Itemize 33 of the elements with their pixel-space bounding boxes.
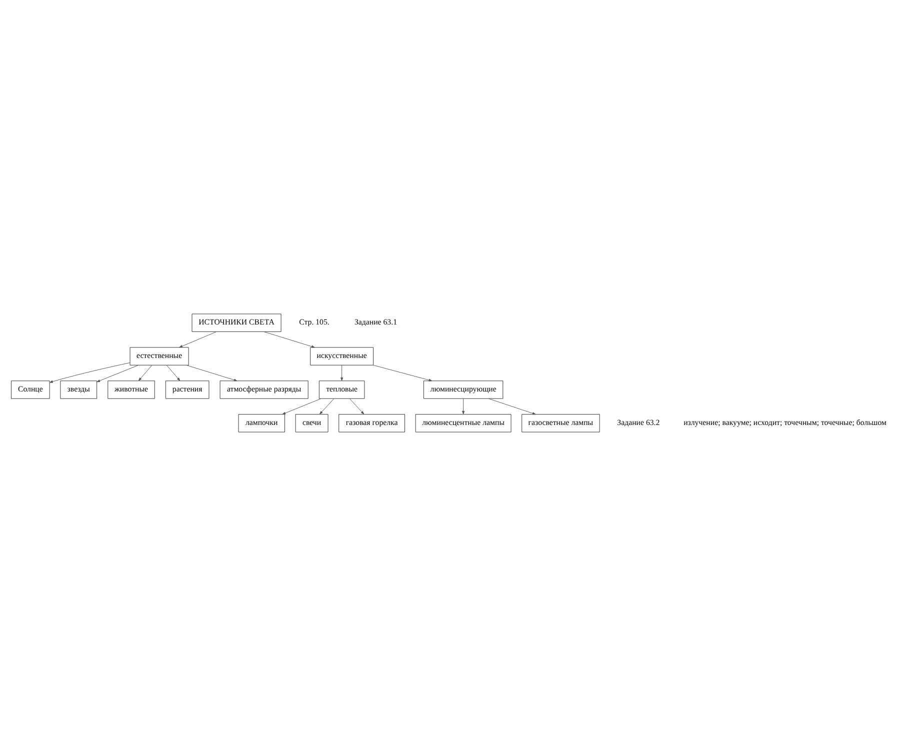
arrow [488,398,536,414]
arrow [340,364,344,380]
arrow [49,362,130,382]
node-box: газосветные лампы [522,414,600,432]
node-box: животные [108,380,155,398]
node-box: Солнце [10,380,50,398]
arrow [138,364,152,380]
arrow [462,398,465,414]
node-box: люминесцирующие [423,380,504,398]
node-box: газовая горелка [338,414,406,432]
node-box: естественные [130,346,189,365]
arrow [373,364,432,381]
label: излучение; вакууме; исходит; точечным; точечные; большом [684,418,886,427]
node-box: свечи [295,414,328,432]
node-box: атмосферные разряды [220,380,308,398]
node-box: искусственные [310,346,374,365]
arrow [264,330,315,348]
arrow [166,364,180,380]
node-box: лампочки [238,414,285,432]
node-box: растения [165,380,210,398]
node-box: тепловые [318,380,365,398]
arrow [349,398,364,414]
node-box: люминесцентные лампы [415,414,512,432]
arrow [320,398,334,414]
node-box: звезды [60,380,98,398]
node-box: ИСТОЧНИКИ СВЕТА [192,313,282,332]
label: Задание 63.1 [354,317,398,326]
label: Стр. 105. [299,317,330,326]
arrow [186,364,238,381]
label: Задание 63.2 [617,418,660,427]
arrow [96,364,139,382]
arrow [282,398,322,414]
arrow [179,331,217,348]
